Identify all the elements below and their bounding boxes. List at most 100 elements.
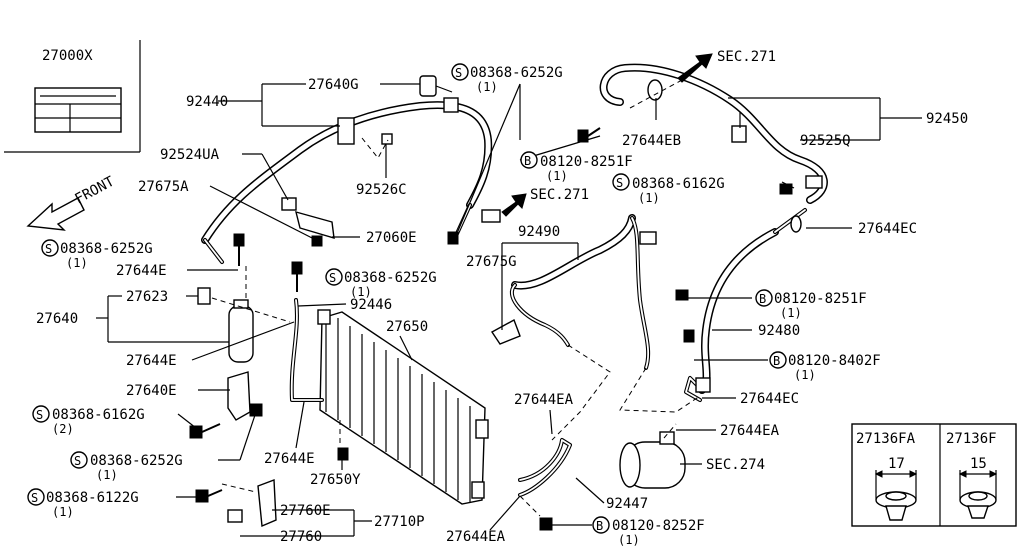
leader-lines [96,83,922,537]
label-27644ea-bot: 27644EA [446,529,506,545]
clip-27760 [227,509,243,523]
bolt-left-icon [233,233,245,247]
symbol-b-icon [769,351,787,369]
svg-text:(1): (1) [476,80,498,94]
label-92526c: 92526C [356,182,407,198]
symbol-s-icon [612,173,630,191]
label-08368-6252g-bot: 08368-6252G [90,453,183,469]
svg-text:(2): (2) [52,422,74,436]
hose-bracket-right [805,175,823,189]
label-27650y: 27650Y [310,472,361,488]
svg-text:B: B [524,154,531,168]
bolt-8251f-icon [675,289,689,301]
dim-15: 15 [970,456,987,472]
label-27060e: 27060E [366,230,417,246]
front-arrow-icon [26,197,85,231]
label-08120-8251f-right: 08120-8251F [774,291,867,307]
label-92446: 92446 [350,297,392,313]
label-27644ea-right: 27644EA [720,423,780,439]
label-92450: 92450 [926,111,968,127]
label-27640: 27640 [36,311,78,327]
label-27644e-top: 27644E [116,263,167,279]
condenser-fins [325,318,471,502]
bolt-mid-icon [291,261,303,275]
label-92525q: 92525Q [800,133,851,149]
label-27644ec-top: 27644EC [858,221,917,237]
o-ring-27644ec-top [790,215,802,233]
dash-line-1 [551,344,611,441]
label-sec271-mid: SEC.271 [530,187,589,203]
svg-text:S: S [616,176,623,190]
label-08368-6252g-mid: 08368-6252G [344,270,437,286]
o-ring-27644eb [647,79,663,101]
pipe-fitting-lower [695,377,711,393]
hose-bracket [337,117,355,145]
hose-92490 [490,214,657,370]
label-08120-8251f-top: 08120-8251F [540,154,633,170]
clip-inset-box: 27136FA 27136F 17 15 [851,423,1017,527]
label-27760: 27760 [280,529,322,545]
label-27710p: 27710P [374,514,425,530]
bolt-mid-hose-icon [447,231,459,245]
compressor-sec274 [619,431,686,489]
svg-text:(1): (1) [350,285,372,299]
symbols: S B S S S B B S S S B [27,63,787,534]
symbol-b-icon [592,516,610,534]
label-27675g: 27675G [466,254,517,270]
label-27644e-mid: 27644E [126,353,177,369]
sec271-mid-arrow-icon [501,193,527,217]
bracket-27640e [227,371,251,421]
bolt-27650y-icon [337,447,349,461]
symbol-s-icon [32,405,50,423]
label-08368-6252g-left: 08368-6252G [60,241,153,257]
hose-92440 [201,97,501,264]
label-27640e: 27640E [126,383,177,399]
label-27644e-bot: 27644E [264,451,315,467]
hose-92450 [599,63,828,204]
clip-27060e-icon [311,235,323,247]
clip-92526c [381,133,393,145]
receiver-drier-27640 [197,287,291,363]
svg-text:(1): (1) [618,533,640,547]
label-27136f: 27136F [946,431,997,447]
svg-text:S: S [74,454,81,468]
symbol-s-icon [70,451,88,469]
condenser-mount-right [475,419,489,439]
symbol-s-icon [27,488,45,506]
svg-text:(1): (1) [794,368,816,382]
condenser-mount-top [317,309,331,325]
label-08120-8402f: 08120-8402F [788,353,881,369]
svg-text:(1): (1) [52,505,74,519]
grommet-27640g [419,75,437,97]
label-27644eb: 27644EB [622,133,681,149]
hose-92480 [684,208,807,402]
bolt-6122g-icon [195,489,209,503]
label-sec271-top: SEC.271 [717,49,776,65]
svg-text:(1): (1) [546,169,568,183]
svg-text:S: S [329,271,336,285]
svg-text:B: B [596,519,603,533]
svg-text:(1): (1) [780,306,802,320]
symbol-s-icon [41,239,59,257]
clip-92524ua [281,197,297,211]
svg-text:S: S [455,66,462,80]
label-92480: 92480 [758,323,800,339]
pressure-switch-27623 [197,287,211,305]
label-front: FRONT [72,173,117,207]
svg-text:(1): (1) [638,191,660,205]
svg-text:S: S [36,408,43,422]
part-labels: 92440 27640G 08368-6252G (1) SEC.271 924… [36,49,968,547]
label-27675a: 27675A [138,179,189,195]
label-92490: 92490 [518,224,560,240]
symbol-s-icon [451,63,469,81]
hose-92490-bracket [639,231,657,245]
label-27644ec-mid: 27644EC [740,391,799,407]
front-arrow: FRONT [26,173,118,231]
dash-line-2 [619,367,701,413]
label-92524ua: 92524UA [160,147,220,163]
hose-clip [443,97,459,113]
label-92447: 92447 [606,496,648,512]
symbol-s-icon [325,268,343,286]
svg-text:S: S [45,242,52,256]
